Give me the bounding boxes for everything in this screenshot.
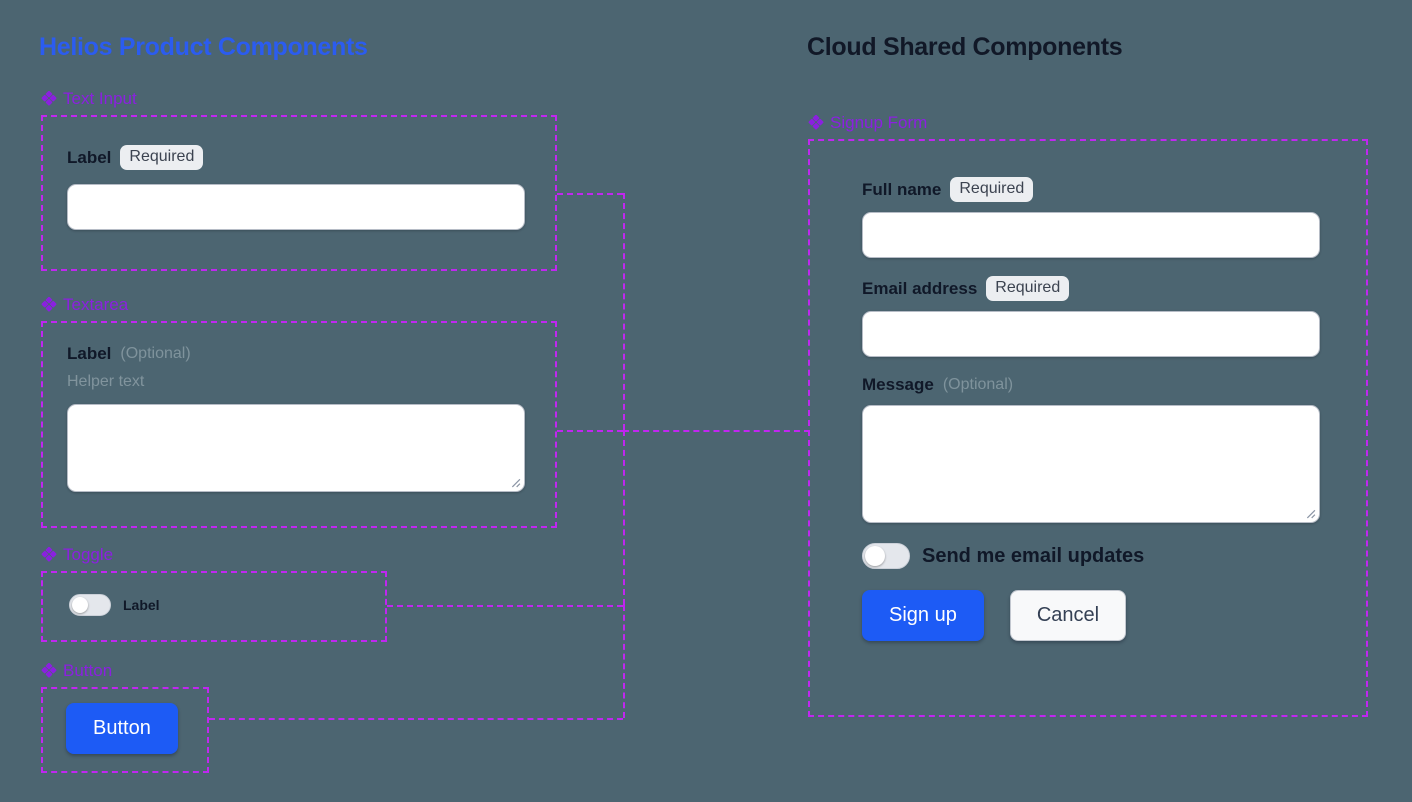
required-badge: Required [120, 145, 204, 170]
frame-button [41, 687, 209, 773]
field-label: Label [67, 147, 112, 167]
toggle-knob [72, 597, 88, 613]
flower-diamond-icon [808, 115, 824, 130]
email-updates-toggle-row: Send me email updates [862, 543, 1320, 569]
field-label: Email address [862, 278, 978, 298]
section-label-text: Signup Form [830, 113, 928, 132]
field-label-row: Email address Required [862, 276, 1320, 301]
field-label-row: Full name Required [862, 177, 1320, 202]
field-label: Message [862, 375, 934, 394]
component-signup-form: Full name Required Email address Require… [862, 177, 1320, 641]
flower-diamond-icon [41, 547, 57, 562]
connector-text-input-stub [557, 193, 623, 195]
email-updates-switch[interactable] [862, 543, 910, 569]
frame-signup-form [808, 139, 1368, 717]
email-updates-label: Send me email updates [922, 544, 1145, 567]
frame-toggle [41, 571, 387, 642]
demo-button[interactable]: Button [66, 703, 178, 754]
connector-toggle-stub [387, 605, 623, 607]
toggle-knob [865, 546, 885, 566]
field-email-address: Email address Required [862, 276, 1320, 357]
field-label: Full name [862, 179, 942, 199]
toggle-switch[interactable] [69, 594, 111, 616]
connector-textarea-stub [557, 430, 623, 432]
component-text-input: Label Required [67, 145, 525, 230]
connector-toggle-riser [623, 430, 625, 605]
connector-button-riser [623, 605, 625, 718]
field-label-row: Label Required [67, 145, 525, 170]
section-label-text-input: Text Input [41, 89, 137, 109]
textarea-field-wrap[interactable] [67, 404, 525, 492]
optional-tag: (Optional) [942, 376, 1014, 393]
flower-diamond-icon [41, 663, 57, 678]
frame-text-input [41, 115, 557, 271]
component-toggle: Label [69, 594, 160, 616]
cancel-button[interactable]: Cancel [1009, 590, 1127, 641]
required-badge: Required [950, 177, 1034, 202]
page-title-cloud: Cloud Shared Components [807, 33, 1123, 61]
signup-actions: Sign up Cancel [862, 590, 1320, 641]
field-full-name: Full name Required [862, 177, 1320, 258]
optional-tag: (Optional) [120, 345, 191, 362]
textarea-field[interactable] [68, 405, 524, 491]
connector-text-input-riser [623, 193, 625, 430]
section-label-signup-form: Signup Form [808, 113, 927, 133]
full-name-input[interactable] [862, 212, 1320, 258]
flower-diamond-icon [41, 91, 57, 106]
section-label-textarea: Textarea [41, 295, 128, 315]
required-badge: Required [986, 276, 1070, 301]
page-title-helios: Helios Product Components [39, 33, 368, 61]
message-textarea-wrap[interactable] [862, 405, 1320, 523]
field-label: Label [67, 344, 112, 363]
sign-up-button[interactable]: Sign up [862, 590, 984, 641]
message-textarea[interactable] [863, 406, 1319, 522]
helper-text: Helper text [67, 373, 145, 390]
frame-textarea [41, 321, 557, 528]
section-label-text: Text Input [63, 89, 137, 108]
section-label-text: Toggle [63, 545, 114, 564]
section-label-text: Textarea [63, 295, 129, 314]
connector-button-stub [209, 718, 623, 720]
field-label-row: Message (Optional) [862, 375, 1320, 395]
toggle-label: Label [123, 597, 160, 613]
field-label-row: Label (Optional) [67, 344, 525, 364]
text-input-field[interactable] [67, 184, 525, 230]
email-address-input[interactable] [862, 311, 1320, 357]
connector-main-bus [623, 430, 810, 432]
component-textarea: Label (Optional) Helper text [67, 344, 525, 492]
flower-diamond-icon [41, 297, 57, 312]
section-label-text: Button [63, 661, 113, 680]
component-button: Button [66, 703, 178, 754]
field-message: Message (Optional) [862, 375, 1320, 523]
section-label-button: Button [41, 661, 112, 681]
section-label-toggle: Toggle [41, 545, 113, 565]
